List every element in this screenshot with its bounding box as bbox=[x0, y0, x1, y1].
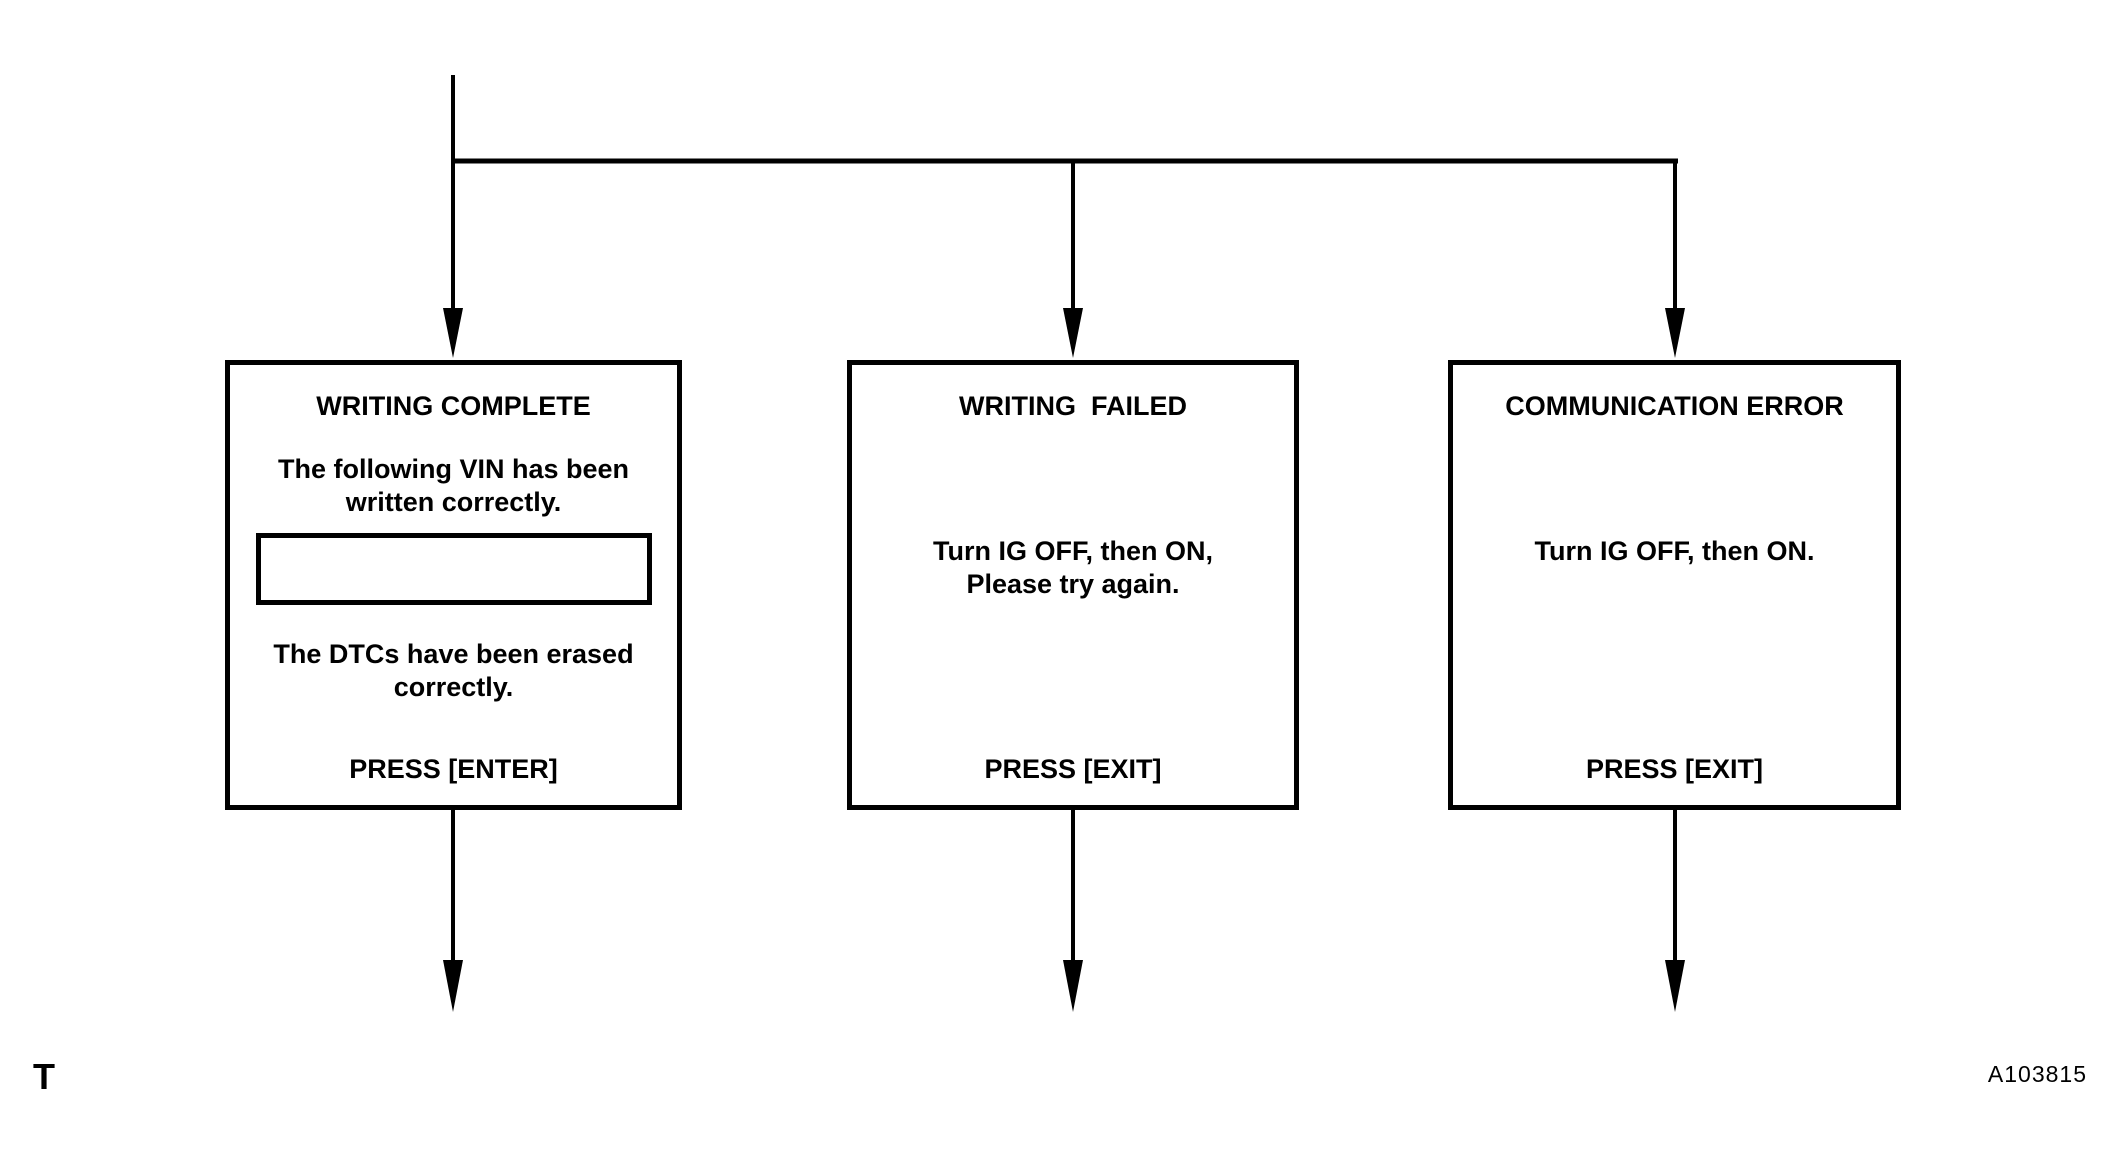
arrow-down-icon bbox=[1063, 960, 1083, 1012]
press-enter-label: PRESS [ENTER] bbox=[349, 754, 558, 784]
box-title: COMMUNICATION ERROR bbox=[1505, 391, 1844, 421]
arrow-down-icon bbox=[1665, 308, 1685, 358]
vin-written-message: The following VIN has been written corre… bbox=[277, 454, 630, 517]
communication-error-box: COMMUNICATION ERROR Turn IG OFF, then ON… bbox=[1448, 360, 1901, 810]
retry-message: Turn IG OFF, then ON, Please try again. bbox=[933, 536, 1213, 599]
footer-marker: T bbox=[33, 1056, 55, 1097]
box-title: WRITING COMPLETE bbox=[316, 391, 591, 421]
vin-display-field bbox=[256, 533, 652, 605]
writing-complete-box: WRITING COMPLETE The following VIN has b… bbox=[225, 360, 682, 810]
figure-code: A103815 bbox=[1987, 1061, 2087, 1087]
dtc-erased-message: The DTCs have been erased correctly. bbox=[273, 639, 634, 702]
writing-failed-box: WRITING FAILED Turn IG OFF, then ON, Ple… bbox=[847, 360, 1299, 810]
arrow-down-icon bbox=[1063, 308, 1083, 358]
ignition-cycle-message: Turn IG OFF, then ON. bbox=[1534, 536, 1815, 566]
arrow-down-icon bbox=[443, 960, 463, 1012]
press-exit-label: PRESS [EXIT] bbox=[984, 754, 1162, 784]
box-title: WRITING FAILED bbox=[959, 391, 1187, 421]
arrow-down-icon bbox=[443, 308, 463, 358]
arrow-down-icon bbox=[1665, 960, 1685, 1012]
press-exit-label: PRESS [EXIT] bbox=[1585, 754, 1764, 784]
